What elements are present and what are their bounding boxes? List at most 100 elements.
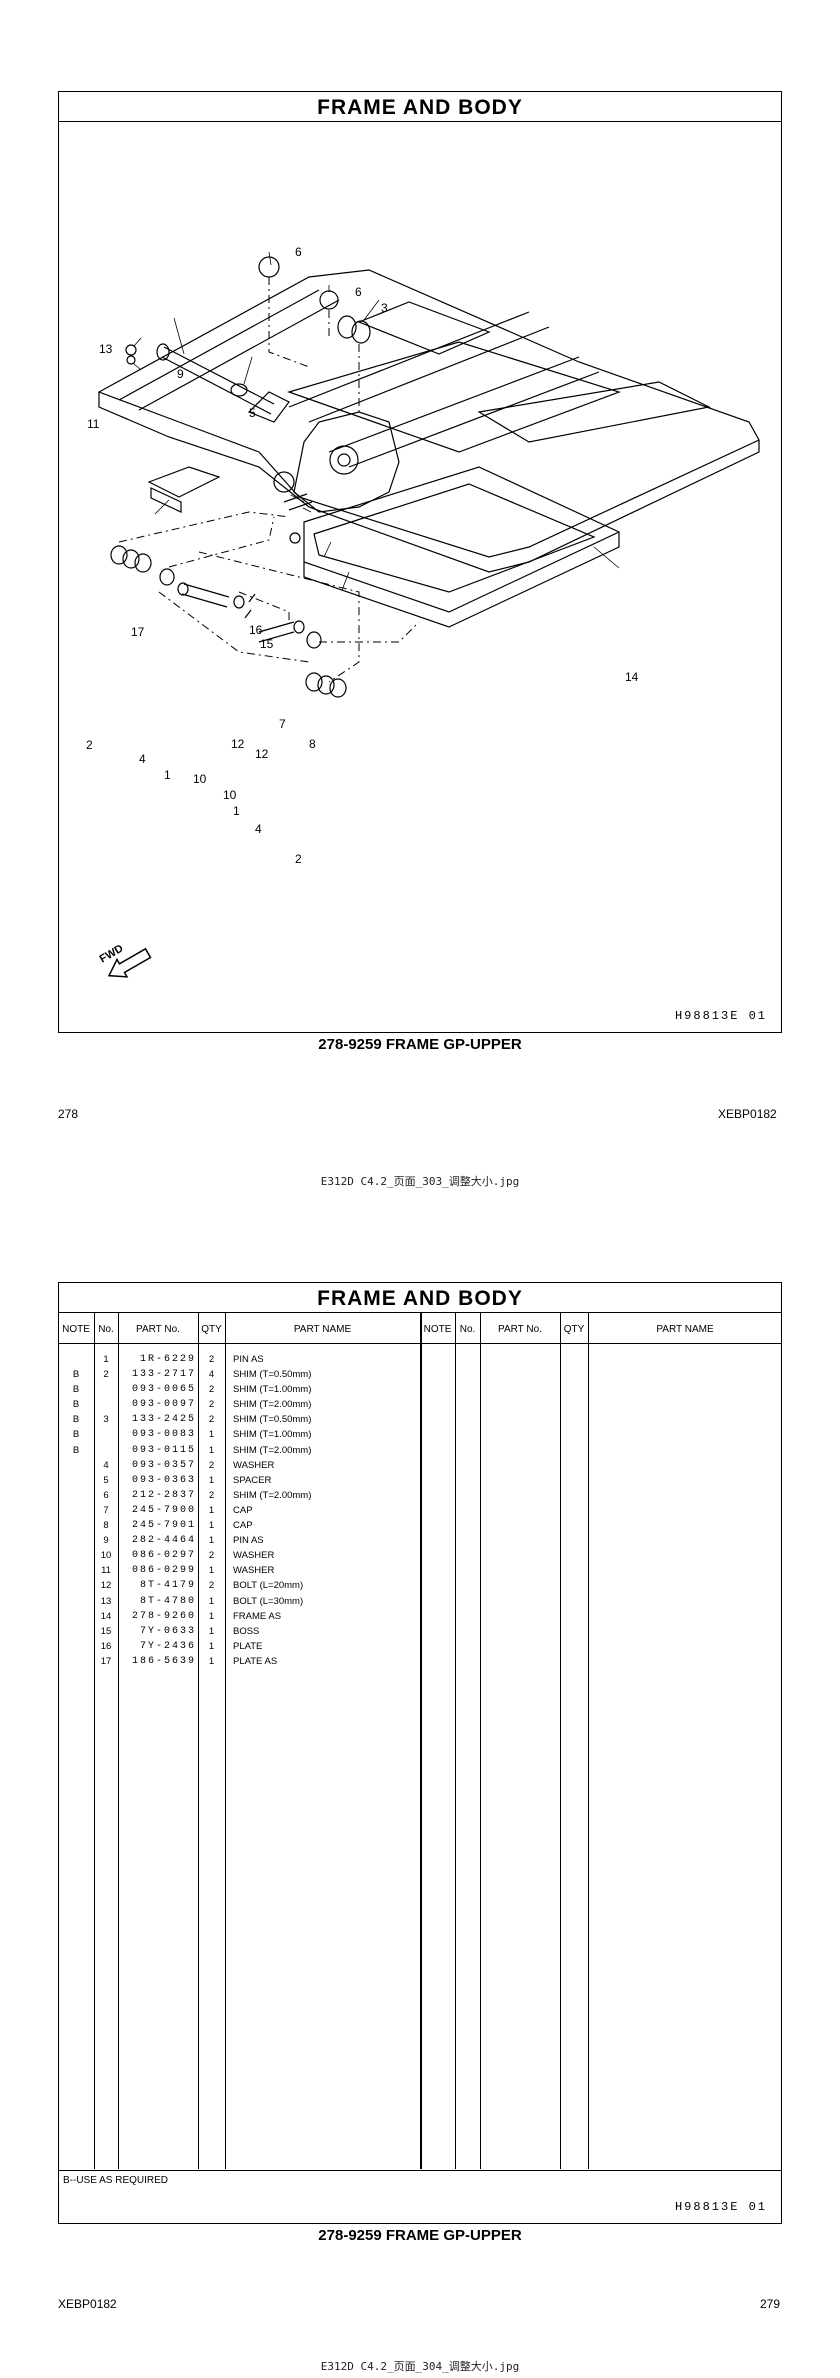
table-cell-part-name: BOLT (L=30mm) [233,1595,304,1607]
table-cell-part-name: SHIM (T=2.00mm) [233,1489,312,1501]
table-cell-part-name: CAP [233,1504,253,1516]
header-no: No. [459,1324,476,1335]
table-cell-part-name: PLATE [233,1640,263,1652]
table-cell-no [94,1382,118,1397]
table-cell-no: 1 [103,1354,109,1365]
table-cell-part-name: SHIM (T=1.00mm) [233,1384,312,1396]
table-cell-part-no: 212-2837 [131,1489,196,1501]
table-cell-part-no: 086-0297 [131,1550,196,1562]
header-part-name: PART NAME [656,1324,714,1335]
table-cell-note [58,1609,94,1624]
callout-label: 12 [231,737,245,751]
table-cell-note [58,1533,94,1548]
table-cell-part-no: 245-7901 [131,1520,196,1532]
table-cell-part-no: 086-0299 [131,1565,196,1577]
figure-caption: 278-9259 FRAME GP-UPPER [318,1036,522,1053]
header-note: NOTE [423,1324,452,1335]
table-cell-note [58,1578,94,1593]
table-cell-part-name: BOLT (L=20mm) [233,1580,304,1592]
table-cell-part-name: SHIM (T=2.00mm) [233,1444,312,1456]
table-cell-part-no: 1R-6229 [139,1354,196,1365]
column-divider [588,1312,589,2169]
column-divider [94,1312,95,2169]
table-cell-qty: 1 [208,1504,215,1516]
callout-label: 1 [233,804,240,818]
callout-label: 6 [355,285,362,299]
footer-divider [59,2170,781,2171]
footnote: B--USE AS REQUIRED [63,2175,169,2186]
title-divider [59,121,781,122]
callout-label: 2 [295,852,302,866]
table-cell-note [58,1639,94,1654]
header-part-name: PART NAME [293,1324,352,1335]
file-name: E312D C4.2_页面_303_调整大小.jpg [320,1175,520,1188]
table-cell-no [94,1427,118,1442]
table-cell-part-no: 093-0363 [131,1474,196,1486]
table-cell-no: 11 [101,1565,111,1577]
table-cell-part-no: 093-0115 [131,1444,196,1456]
table-cell-part-no: 8T-4179 [139,1580,196,1592]
table-cell-qty: 1 [208,1640,215,1652]
drawing-code: H98813E 01 [674,2200,767,2214]
table-cell-part-name: SHIM (T=0.50mm) [233,1369,312,1381]
column-divider [420,1312,422,2169]
callout-label: 17 [131,625,145,639]
table-cell-no: 10 [100,1550,112,1562]
illustration-frame: FRAME AND BODY [58,91,782,1033]
header-part-no: PART No. [136,1324,180,1335]
table-cell-note [58,1503,94,1518]
table-cell-no: 13 [100,1595,112,1607]
table-cell-qty: 1 [208,1444,215,1456]
table-cell-part-name: WASHER [233,1459,275,1471]
file-name: E312D C4.2_页面_304_调整大小.jpg [320,2360,520,2373]
table-cell-part-name: PLATE AS [233,1655,278,1667]
table-cell-note: B [72,1429,80,1441]
table-cell-qty: 4 [208,1369,215,1381]
callout-label: 2 [86,738,93,752]
header-qty: QTY [201,1324,222,1335]
column-divider [198,1312,199,2169]
table-cell-note [58,1624,94,1639]
table-cell-qty: 1 [208,1535,215,1547]
column-divider [225,1312,226,2169]
table-cell-part-no: 133-2717 [131,1369,196,1381]
figure-caption: 278-9259 FRAME GP-UPPER [318,2227,522,2244]
table-cell-no: 8 [103,1520,109,1532]
forward-arrow-icon [107,947,152,978]
table-cell-part-no: 093-0065 [131,1384,196,1396]
table-cell-part-name: PIN AS [233,1535,264,1547]
table-cell-part-no: 133-2425 [131,1414,196,1426]
table-cell-part-no: 7Y-0633 [139,1625,196,1637]
table-cell-qty: 2 [208,1354,215,1365]
table-cell-note [58,1488,94,1503]
column-divider [455,1312,456,2169]
column-divider [560,1312,561,2169]
table-cell-no: 4 [103,1459,109,1471]
callout-label: 14 [625,670,639,684]
callout-label: 9 [177,367,184,381]
table-cell-part-no: 093-0357 [131,1459,196,1471]
callout-label: 4 [139,752,146,766]
table-cell-no: 16 [100,1640,112,1652]
drawing-code: H98813E 01 [674,1009,767,1023]
table-cell-note: B [72,1444,80,1456]
table-cell-qty: 2 [208,1550,215,1562]
table-cell-no: 3 [103,1414,109,1426]
callout-label: 5 [249,406,256,420]
table-cell-note [58,1518,94,1533]
table-cell-qty: 1 [208,1610,215,1622]
table-cell-qty: 1 [208,1520,215,1532]
doc-code: XEBP0182 [718,1107,777,1121]
table-cell-qty: 1 [208,1625,215,1637]
callout-label: 10 [193,772,207,786]
table-cell-part-name: PIN AS [233,1354,264,1365]
callout-label: 8 [309,737,316,751]
table-cell-note: B [72,1399,80,1411]
table-cell-part-no: 245-7900 [131,1504,196,1516]
table-cell-part-name: FRAME AS [233,1610,282,1622]
callout-label: 3 [381,301,388,315]
callout-label: 11 [87,417,100,431]
